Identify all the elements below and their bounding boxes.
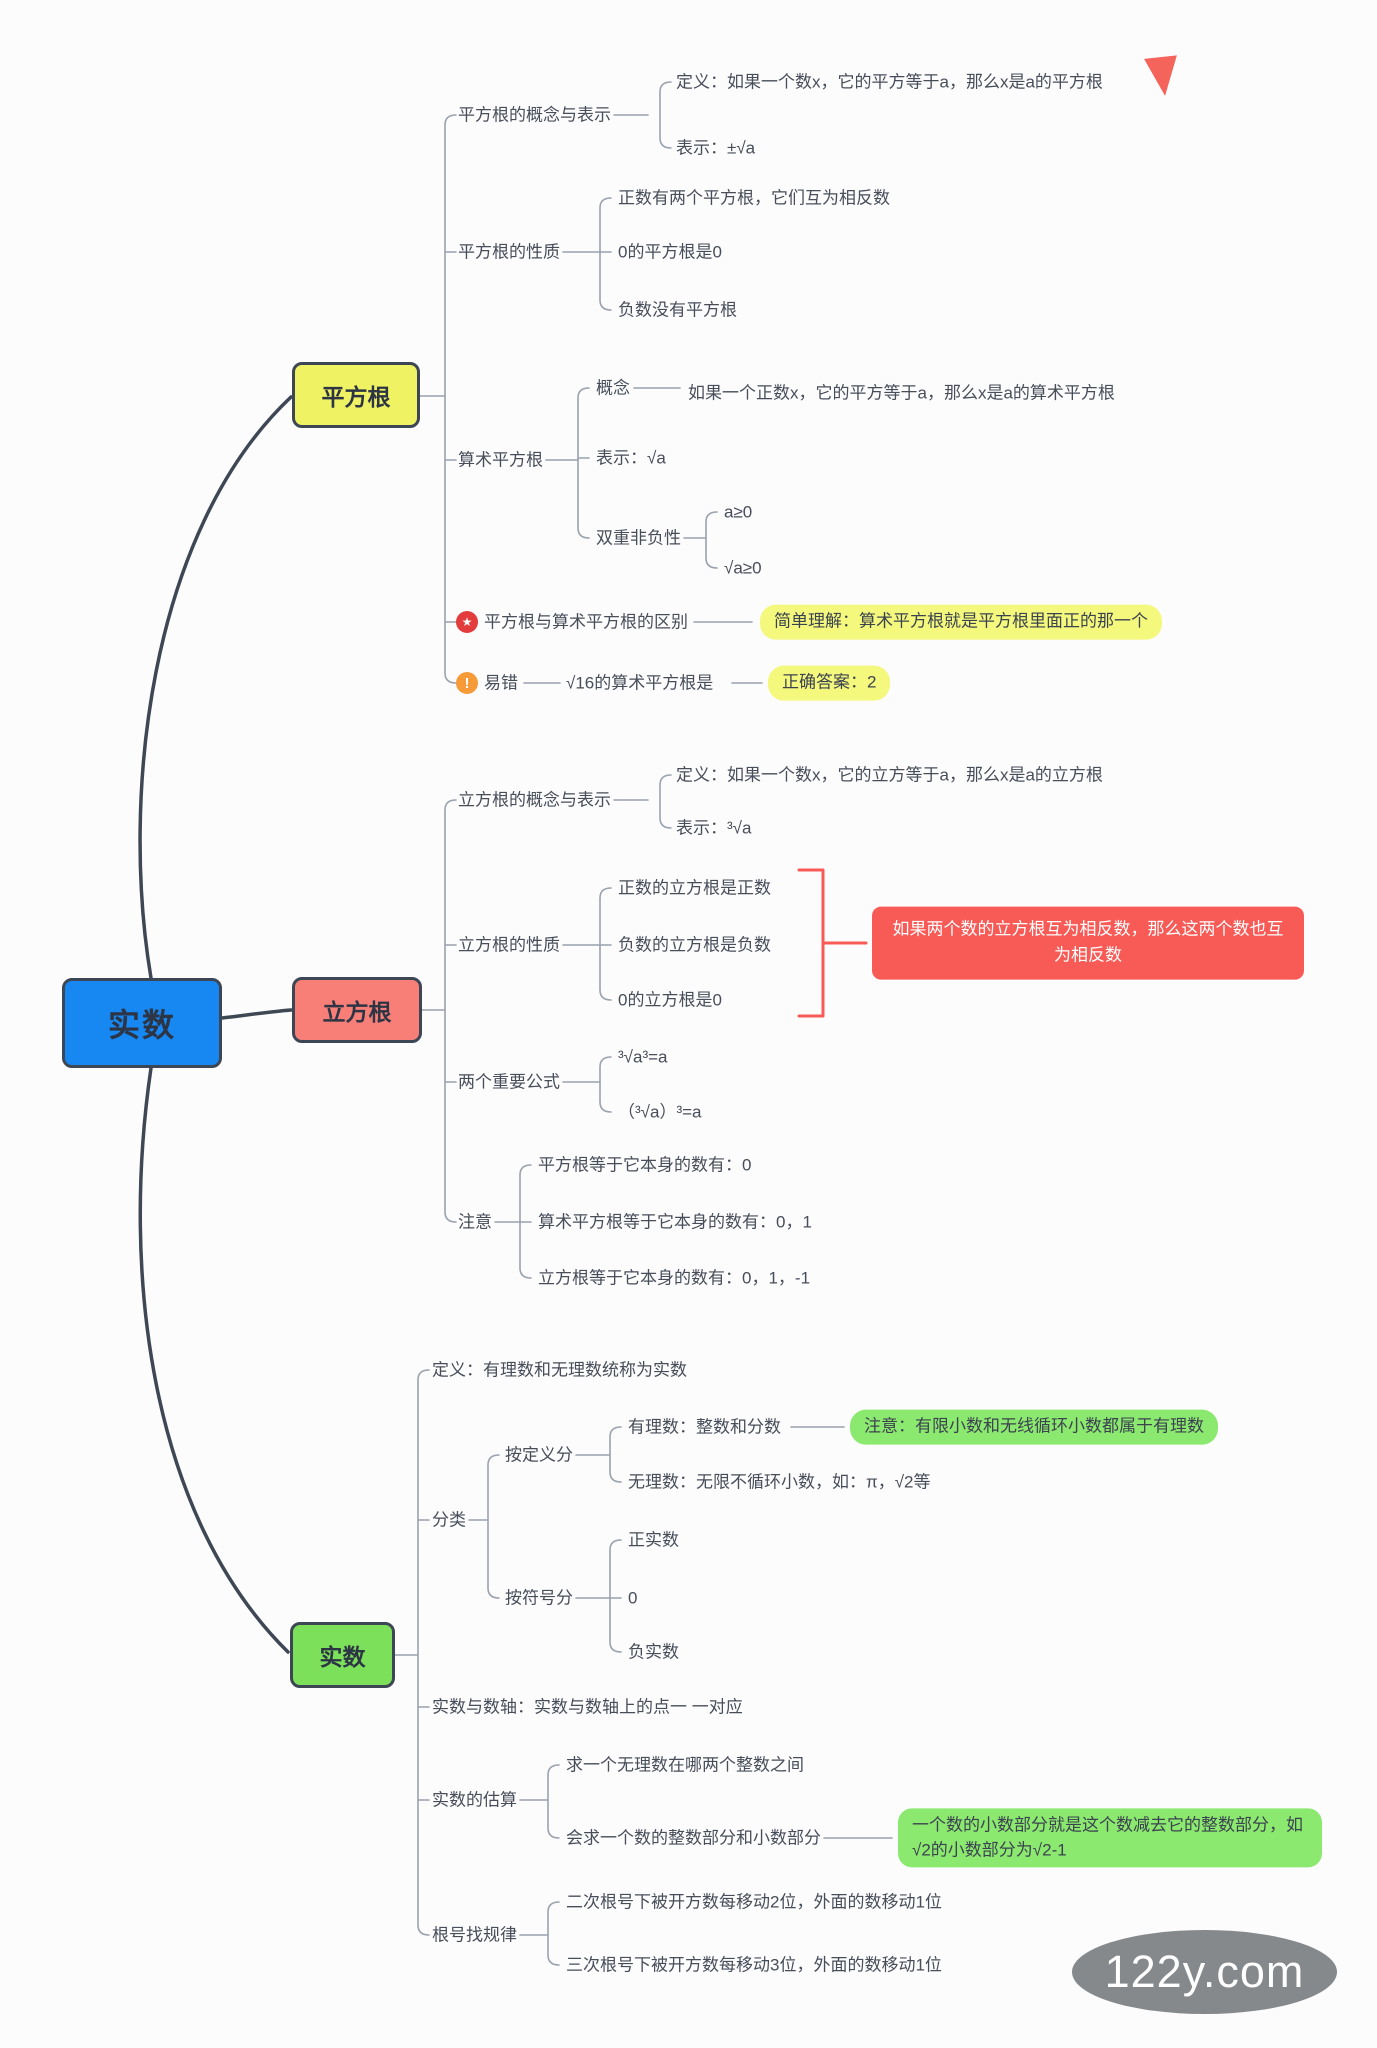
topic-pattern-cube[interactable]: 三次根号下被开方数每移动3位，外面的数移动1位: [566, 1955, 942, 1975]
topic-nonneg-a[interactable]: a≥0: [724, 502, 753, 522]
root-topic-real-numbers[interactable]: 实数: [62, 978, 222, 1068]
topic-classification[interactable]: 分类: [432, 1510, 466, 1530]
topic-pitfall[interactable]: 易错: [484, 673, 518, 693]
highlight-sqrt-difference[interactable]: 简单理解：算术平方根就是平方根里面正的那一个: [760, 604, 1162, 640]
topic-estimation[interactable]: 实数的估算: [432, 1790, 517, 1810]
topic-cube-property-negative[interactable]: 负数的立方根是负数: [618, 935, 771, 955]
topic-sqrt-notation[interactable]: 表示：±√a: [676, 138, 756, 158]
topic-formula-2[interactable]: （³√a）³=a: [618, 1102, 702, 1122]
topic-arith-concept-label[interactable]: 概念: [596, 378, 630, 398]
topic-sqrt-difference[interactable]: 平方根与算术平方根的区别: [484, 612, 688, 632]
topic-cube-property-positive[interactable]: 正数的立方根是正数: [618, 878, 771, 898]
topic-notes[interactable]: 注意: [458, 1212, 492, 1232]
topic-note-arith-self[interactable]: 算术平方根等于它本身的数有：0，1: [538, 1212, 812, 1232]
topic-number-line[interactable]: 实数与数轴：实数与数轴上的点一 一对应: [432, 1697, 743, 1717]
topic-arithmetic-sqrt[interactable]: 算术平方根: [458, 450, 543, 470]
callout-cube-opposites[interactable]: 如果两个数的立方根互为相反数，那么这两个数也互为相反数: [872, 906, 1304, 980]
topic-cube-notation[interactable]: 表示：³√a: [676, 818, 752, 838]
topic-double-nonnegativity[interactable]: 双重非负性: [596, 528, 681, 548]
topic-sqrt-property-negative[interactable]: 负数没有平方根: [618, 300, 737, 320]
watermark-badge: 122y.com: [1072, 1930, 1337, 2014]
highlight-pitfall-answer[interactable]: 正确答案：2: [768, 665, 891, 701]
topic-formula-1[interactable]: ³√a³=a: [618, 1047, 668, 1067]
topic-cube-properties[interactable]: 立方根的性质: [458, 935, 560, 955]
topic-sqrt-concept[interactable]: 平方根的概念与表示: [458, 105, 611, 125]
topic-sqrt-property-positive[interactable]: 正数有两个平方根，它们互为相反数: [618, 188, 890, 208]
topic-pattern-square[interactable]: 二次根号下被开方数每移动2位，外面的数移动1位: [566, 1892, 942, 1912]
topic-pitfall-question[interactable]: √16的算术平方根是: [566, 673, 714, 693]
topic-sqrt-definition[interactable]: 定义：如果一个数x，它的平方等于a，那么x是a的平方根: [676, 72, 1103, 92]
topic-rational[interactable]: 有理数：整数和分数: [628, 1417, 781, 1437]
topic-by-sign[interactable]: 按符号分: [505, 1588, 573, 1608]
topic-zero[interactable]: 0: [628, 1588, 638, 1608]
topic-by-definition[interactable]: 按定义分: [505, 1445, 573, 1465]
topic-arith-notation[interactable]: 表示：√a: [596, 448, 666, 468]
branch-square-root[interactable]: 平方根: [292, 362, 420, 428]
topic-two-formulas[interactable]: 两个重要公式: [458, 1072, 560, 1092]
exclamation-marker-icon: !: [456, 672, 478, 694]
topic-nonneg-sqrt-a[interactable]: √a≥0: [724, 558, 762, 578]
highlight-rational-note[interactable]: 注意：有限小数和无线循环小数都属于有理数: [850, 1409, 1218, 1445]
topic-cube-property-zero[interactable]: 0的立方根是0: [618, 990, 722, 1010]
topic-negative-reals[interactable]: 负实数: [628, 1642, 679, 1662]
highlight-fraction-note[interactable]: 一个数的小数部分就是这个数减去它的整数部分，如√2的小数部分为√2-1: [898, 1808, 1322, 1868]
topic-cube-concept[interactable]: 立方根的概念与表示: [458, 790, 611, 810]
topic-positive-reals[interactable]: 正实数: [628, 1530, 679, 1550]
topic-arith-concept-text[interactable]: 如果一个正数x，它的平方等于a，那么x是a的算术平方根: [688, 383, 1115, 403]
topic-sqrt-properties[interactable]: 平方根的性质: [458, 242, 560, 262]
red-flag-marker-icon: [1144, 55, 1181, 98]
star-marker-icon: ★: [456, 611, 478, 633]
topic-sqrt-property-zero[interactable]: 0的平方根是0: [618, 242, 722, 262]
topic-note-sqrt-self[interactable]: 平方根等于它本身的数有：0: [538, 1155, 752, 1175]
topic-estimation-between[interactable]: 求一个无理数在哪两个整数之间: [566, 1755, 804, 1775]
topic-cube-definition[interactable]: 定义：如果一个数x，它的立方等于a，那么x是a的立方根: [676, 765, 1103, 785]
topic-real-definition[interactable]: 定义：有理数和无理数统称为实数: [432, 1360, 687, 1380]
topic-estimation-parts[interactable]: 会求一个数的整数部分和小数部分: [566, 1828, 821, 1848]
branch-real-numbers[interactable]: 实数: [290, 1622, 395, 1688]
topic-note-cube-self[interactable]: 立方根等于它本身的数有：0，1，-1: [538, 1268, 811, 1288]
topic-irrational[interactable]: 无理数：无限不循环小数，如：π，√2等: [628, 1472, 931, 1492]
branch-cube-root[interactable]: 立方根: [292, 977, 422, 1043]
topic-radical-pattern[interactable]: 根号找规律: [432, 1925, 517, 1945]
